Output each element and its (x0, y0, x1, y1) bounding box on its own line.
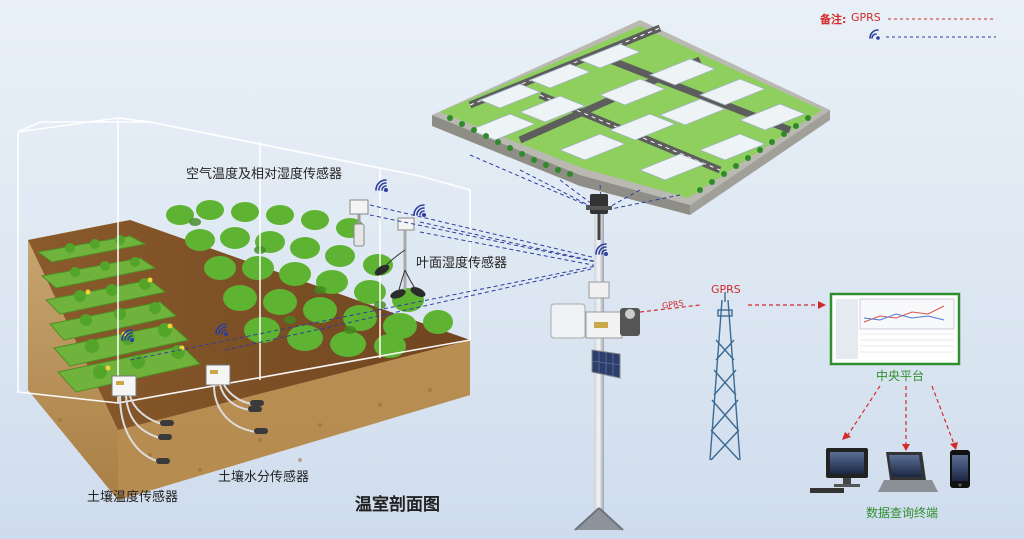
wifi-icon (869, 29, 880, 40)
legend-prefix: 备注: (820, 13, 847, 26)
air-sensor-box (349, 199, 369, 215)
central-platform-label: 中央平台 (876, 369, 925, 383)
leaf-sensor-label: 叶面湿度传感器 (416, 256, 508, 271)
soil-moisture-sensor-label: 土壤水分传感器 (218, 470, 310, 485)
laptop (878, 452, 938, 492)
wireless-links (129, 154, 681, 361)
soil-moisture-sensor-box (205, 364, 231, 386)
tower-gprs-label: GPRS (711, 283, 741, 296)
soil-temp-sensor-box (111, 375, 137, 397)
terminal-links (845, 385, 955, 445)
wifi-icon (375, 179, 389, 193)
legend-gprs-label: GPRS (851, 11, 881, 24)
greenhouse-section (17, 117, 471, 500)
greenhouse-section-title: 温室剖面图 (355, 495, 440, 515)
aerial-greenhouse-park (432, 20, 830, 215)
smartphone (950, 450, 970, 488)
wifi-icon (215, 323, 229, 337)
wifi-icon (413, 204, 427, 218)
desktop-monitor (810, 448, 868, 493)
air-sensor-label: 空气温度及相对湿度传感器 (186, 167, 343, 182)
greenhouse-frame (17, 117, 471, 404)
query-terminals-label: 数据查询终端 (866, 506, 939, 520)
gprs-tower (709, 292, 741, 461)
wifi-icon (121, 329, 135, 343)
wifi-icon (595, 243, 609, 257)
central-platform-screen (829, 292, 961, 366)
legend (886, 18, 996, 38)
soil-temp-sensor-label: 土壤温度传感器 (87, 490, 179, 505)
weather-station (550, 194, 701, 531)
